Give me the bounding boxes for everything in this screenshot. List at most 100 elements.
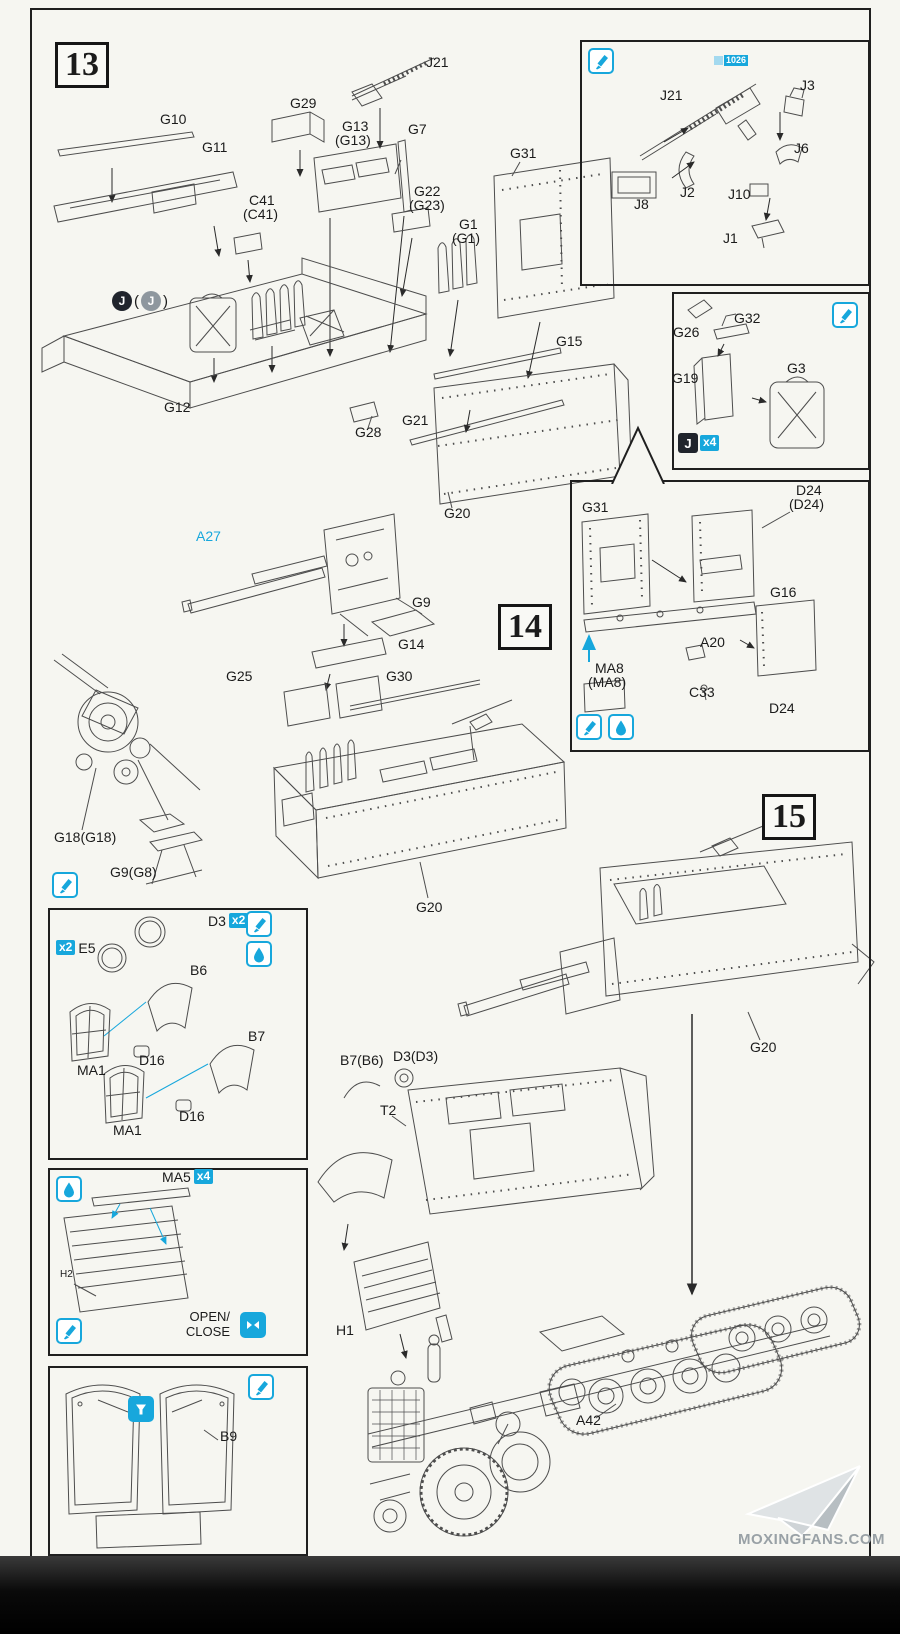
part-label-g26: G26 [673, 324, 700, 340]
part-label-ma1-b: MA1 [113, 1122, 142, 1138]
part-label-b6: B6 [190, 962, 208, 978]
part-label-d3-x2: D3 x2 [208, 912, 249, 929]
ref-number-badge: 1026 [714, 55, 749, 66]
sprue-badge-j: J ( J ) [112, 291, 168, 311]
part-label-g16: G16 [770, 584, 797, 600]
part-label-g9-g8: G9(G8) [110, 864, 157, 880]
part-label-d24-alt: (D24) [789, 496, 825, 512]
funnel-arrow-icon [128, 1396, 154, 1422]
cement-brush-icon [56, 1318, 82, 1344]
part-label-c41-alt: (C41) [243, 206, 279, 222]
cement-brush-icon [832, 302, 858, 328]
part-label-h1: H1 [336, 1322, 354, 1338]
sprue-badge-j-x4: J x4 [678, 433, 720, 453]
art-fighting-compartment [272, 679, 567, 899]
ref-badge-number: 1026 [724, 55, 749, 66]
cement-brush-icon [588, 48, 614, 74]
part-label-g21: G21 [402, 412, 429, 428]
inset-box-step14 [570, 480, 870, 752]
part-label-g25: G25 [226, 668, 253, 684]
art-inset14 [581, 509, 817, 713]
part-label-g22: G22 [414, 183, 441, 199]
j-sprue-circle-icon: J [112, 291, 132, 311]
part-label-c33: C33 [689, 684, 715, 700]
part-label-d16-b: D16 [179, 1108, 205, 1124]
part-label-ma5-x4: MA5 x4 [162, 1169, 214, 1185]
part-label-g11: G11 [202, 139, 228, 155]
droplet-icon [608, 714, 634, 740]
part-label-d24: D24 [796, 482, 822, 498]
part-label-g10: G10 [160, 111, 187, 127]
art-howitzer [181, 513, 436, 727]
inset-box-mg-detail [580, 40, 870, 286]
part-label-g20-right: G20 [750, 1039, 777, 1055]
step-number-13: 13 [55, 42, 109, 88]
part-label-g30: G30 [386, 668, 413, 684]
open-close-line1: OPEN/ [189, 1309, 230, 1324]
multiplier-x4: x4 [700, 435, 720, 451]
part-label-g1-alt: (G1) [452, 230, 480, 246]
inset-box-jerrycan [672, 292, 870, 470]
part-label-g12: G12 [164, 399, 191, 415]
part-label-a42: A42 [576, 1412, 601, 1428]
part-label-a27: A27 [196, 528, 221, 544]
part-label-g23-alt: (G23) [409, 197, 445, 213]
part-label-g13-alt: (G13) [335, 132, 371, 148]
art-hood [353, 1241, 453, 1359]
part-label-d3: D3 [208, 912, 226, 929]
part-label-j2: J2 [680, 184, 695, 200]
cement-brush-icon [52, 872, 78, 898]
art-inset-doors [65, 1384, 235, 1549]
part-label-g31: G31 [510, 145, 537, 161]
part-label-g7: G7 [408, 121, 427, 137]
watermark-text: MOXINGFANS.COM [738, 1531, 886, 1548]
part-label-a20: A20 [700, 634, 725, 650]
part-label-b9: B9 [220, 1428, 238, 1444]
art-inset-windows [69, 916, 255, 1124]
droplet-icon [246, 941, 272, 967]
art-inset-mg [611, 83, 805, 249]
part-label-d3-d3: D3(D3) [393, 1048, 439, 1064]
multiplier-x2: x2 [228, 913, 249, 929]
part-label-g20: G20 [444, 505, 471, 521]
part-label-j6: J6 [794, 140, 809, 156]
part-label-g28: G28 [355, 424, 382, 440]
step-number-14: 14 [498, 604, 552, 650]
part-label-j21: J21 [426, 54, 449, 70]
paren-close: ) [163, 292, 168, 310]
part-label-e5: E5 [78, 939, 96, 956]
cement-brush-icon [576, 714, 602, 740]
inset-box-windows [48, 908, 308, 1160]
paper-plane-logo [744, 1465, 861, 1538]
part-label-ma8-alt: (MA8) [588, 674, 627, 690]
art-step15 [457, 823, 875, 1296]
part-label-g29: G29 [290, 95, 317, 111]
art-cab [317, 1067, 655, 1251]
part-label-g13: G13 [342, 118, 369, 134]
part-label-g32: G32 [734, 310, 761, 326]
step-number-15: 15 [762, 794, 816, 840]
cement-brush-icon [248, 1374, 274, 1400]
inset-box-louvers [48, 1168, 308, 1356]
part-label-d24-b: D24 [769, 700, 795, 716]
inset-box-doors [48, 1366, 308, 1556]
part-label-g20-mid: G20 [416, 899, 443, 915]
ref-badge-square [714, 56, 723, 65]
open-close-line2: CLOSE [185, 1323, 230, 1339]
part-label-ma8: MA8 [595, 660, 624, 676]
part-label-g15: G15 [556, 333, 583, 349]
part-label-t2: T2 [380, 1102, 397, 1118]
part-label-g14: G14 [398, 636, 425, 652]
droplet-icon [56, 1176, 82, 1202]
j-sprue-circle-alt-icon: J [141, 291, 161, 311]
part-label-b7: B7 [248, 1028, 266, 1044]
open-close-icon [240, 1312, 266, 1338]
part-label-g9: G9 [412, 594, 431, 610]
part-label-h2: H2 [60, 1269, 73, 1280]
art-gun-closeup [53, 653, 203, 885]
art-chassis [367, 1285, 862, 1537]
part-label-ma1-a: MA1 [77, 1062, 106, 1078]
art-step13 [41, 57, 632, 509]
